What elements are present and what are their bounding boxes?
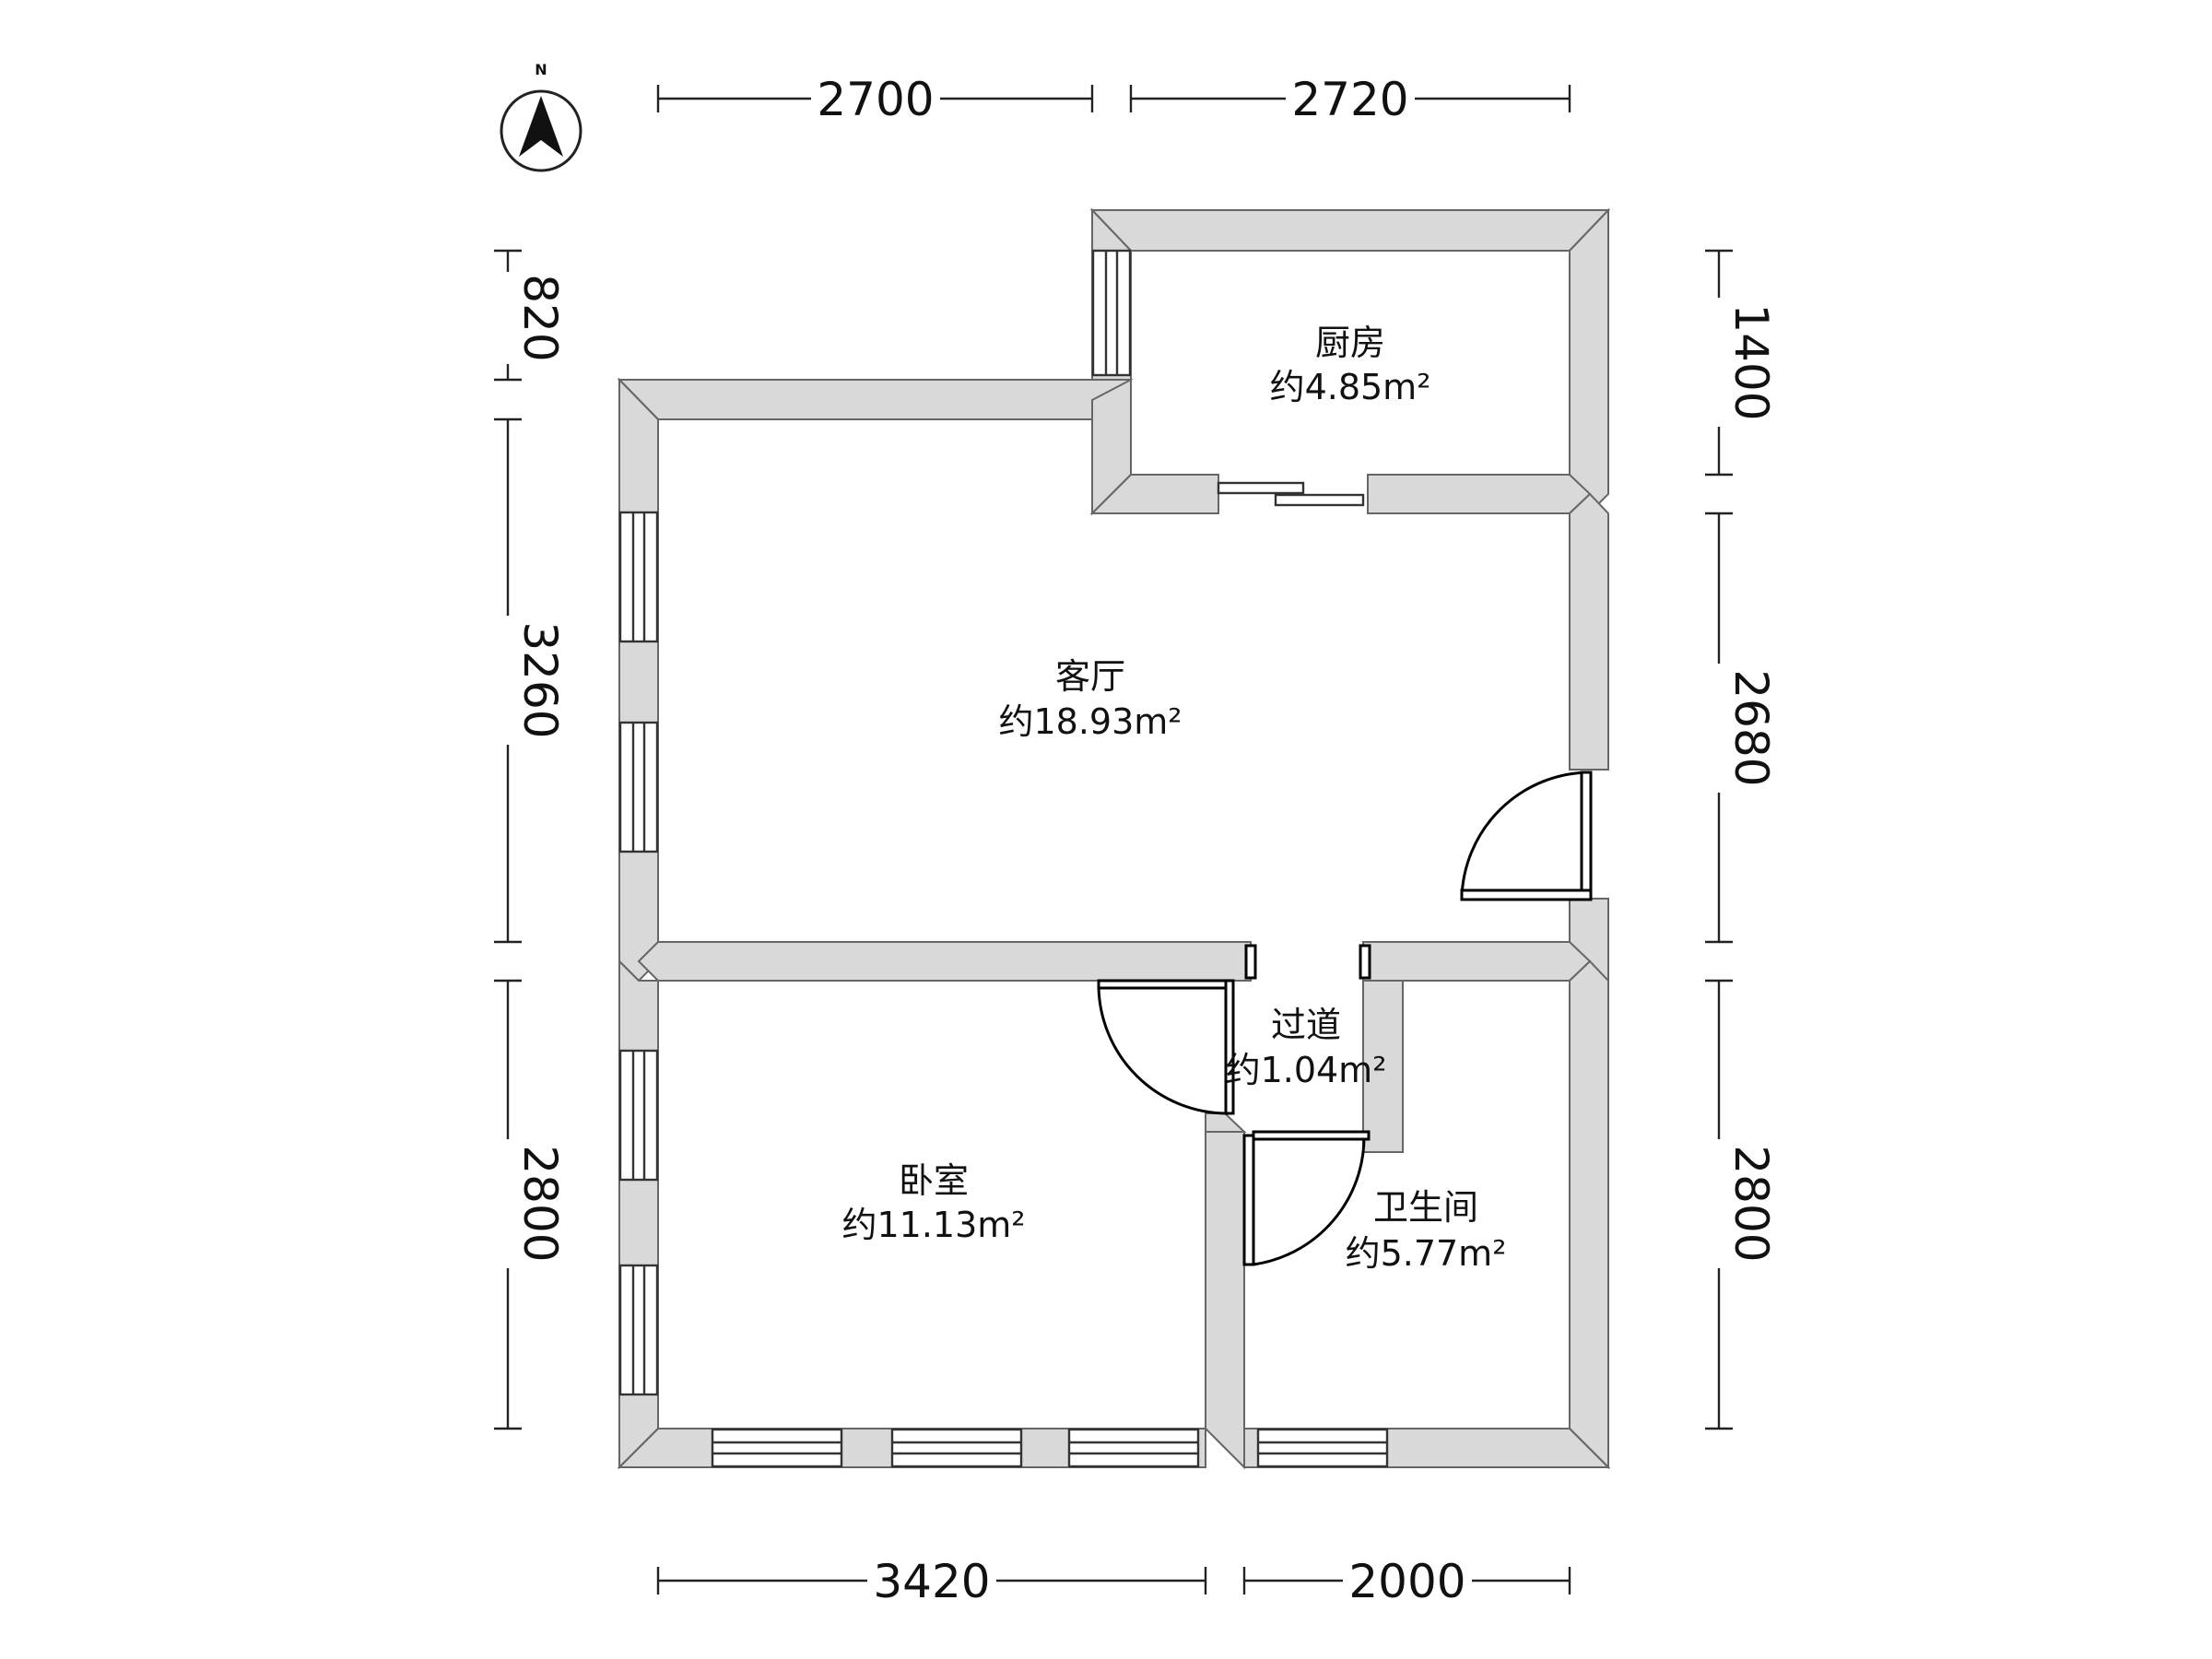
wall-kitchen-bottom-left: [1089, 474, 1219, 514]
room-name-hallway: 过道: [1271, 1005, 1341, 1045]
dim-left-3: 2800: [513, 1145, 567, 1262]
dim-right-3: 2800: [1724, 1145, 1778, 1262]
door-bedroom-leaf: [1097, 979, 1230, 990]
wall-bathroom-left-upper: [1362, 980, 1404, 1153]
wall-kitchen-right: [1569, 207, 1609, 514]
wall-kitchen-top: [1089, 209, 1611, 252]
door-kitchen-sliding-1: [1217, 481, 1305, 495]
north-arrow-icon: [519, 96, 563, 157]
dim-bottom-2: 2000: [1348, 1555, 1465, 1608]
wall-living-right-upper: [1569, 492, 1609, 771]
compass-label: N: [535, 61, 547, 78]
room-area-bathroom: 约5.77m²: [1346, 1233, 1507, 1274]
room-area-hallway: 约1.04m²: [1226, 1050, 1387, 1090]
window-kitchen-left: [1091, 249, 1132, 377]
wall-bedroom-top: [637, 941, 1252, 982]
wall-hallway-left-stub: [1205, 1112, 1247, 1133]
walls: [617, 207, 1611, 1470]
room-name-kitchen: 厨房: [1315, 323, 1385, 363]
room-area-living: 约18.93m²: [998, 701, 1182, 742]
room-name-bathroom: 卫生间: [1373, 1187, 1478, 1228]
dim-right-1: 1400: [1724, 303, 1778, 420]
wall-living-left: [618, 377, 659, 982]
window-bathroom-bottom: [1256, 1428, 1389, 1468]
window-bedroom-left-1: [618, 1049, 659, 1182]
dim-top-1: 2700: [817, 73, 934, 126]
room-labels: 厨房 约4.85m² 客厅 约18.93m² 过道 约1.04m² 卧室 约11…: [841, 323, 1506, 1274]
window-bedroom-bottom-2: [890, 1428, 1023, 1468]
room-area-bedroom: 约11.13m²: [841, 1205, 1025, 1245]
room-area-kitchen: 约4.85m²: [1270, 367, 1431, 407]
door-bathroom-swing: [1253, 1135, 1366, 1266]
room-name-bedroom: 卧室: [899, 1160, 969, 1201]
door-jamb-left: [1244, 944, 1257, 980]
wall-bathroom-right: [1569, 959, 1609, 1470]
door-kitchen-sliding-2: [1274, 493, 1365, 507]
windows: [618, 249, 1389, 1468]
north-compass: N: [500, 61, 582, 172]
dimension-labels: 2700 2720 3420 2000 820 3260 2800 1400 2…: [483, 73, 1778, 1608]
dim-bottom-1: 3420: [873, 1555, 990, 1608]
door-bathroom-leaf: [1242, 1134, 1255, 1266]
door-bedroom-swing: [1097, 985, 1229, 1115]
door-entrance-leaf: [1580, 771, 1593, 900]
dim-left-2: 3260: [513, 621, 567, 738]
wall-bedroom-right: [1205, 1131, 1245, 1470]
wall-living-top: [617, 379, 1134, 420]
door-jamb-right: [1359, 944, 1371, 980]
window-living-left-1: [618, 511, 659, 643]
window-bedroom-bottom-3: [1067, 1428, 1200, 1468]
window-bedroom-left-2: [618, 1264, 659, 1396]
dim-right-2: 2680: [1724, 669, 1778, 786]
wall-kitchen-bottom-right: [1367, 474, 1592, 514]
wall-bathroom-top: [1362, 941, 1592, 982]
window-living-left-2: [618, 721, 659, 853]
window-bedroom-bottom-1: [711, 1428, 843, 1468]
dim-left-1: 820: [513, 274, 567, 361]
doors: [1097, 481, 1593, 1266]
dim-top-2: 2720: [1291, 73, 1408, 126]
room-name-living: 客厅: [1055, 656, 1125, 697]
door-entrance-swing: [1460, 771, 1592, 900]
